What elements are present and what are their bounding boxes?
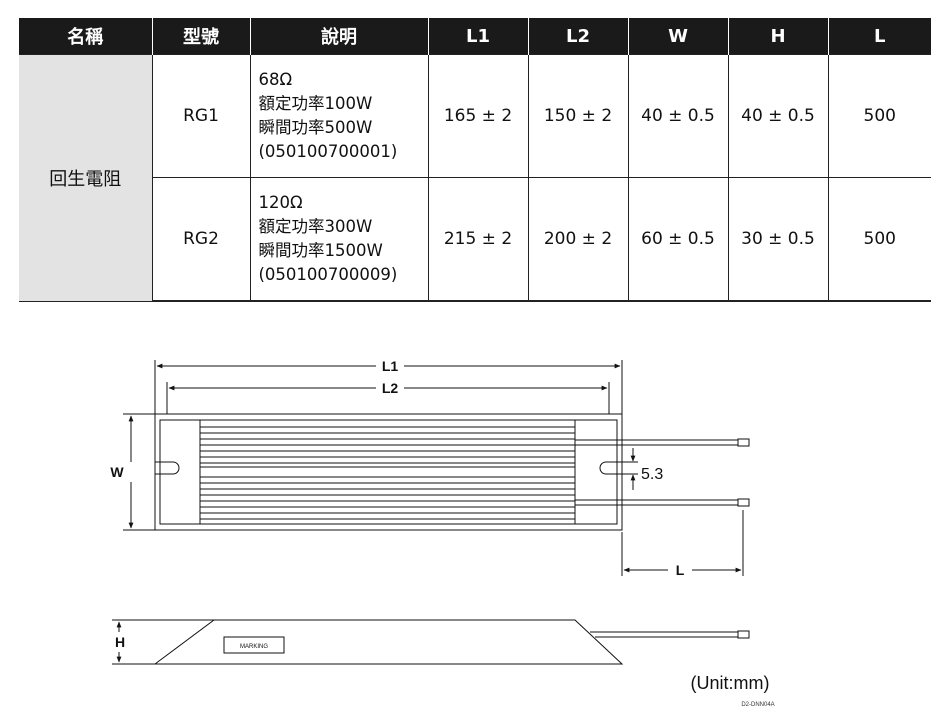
header-name: 名稱: [19, 18, 152, 55]
header-model: 型號: [151, 18, 250, 55]
model-cell: RG1: [151, 54, 251, 178]
header-w: W: [627, 18, 728, 55]
l2-cell: 200 ± 2: [527, 177, 629, 302]
l-cell: 500: [827, 177, 931, 302]
marking-label: MARKING: [240, 644, 268, 650]
lead-wires: [575, 438, 750, 507]
h-cell: 30 ± 0.5: [727, 177, 829, 302]
dim-h-label: H: [115, 634, 125, 650]
peak-power: 瞬間功率500W: [258, 118, 373, 137]
l2-cell: 150 ± 2: [527, 54, 629, 178]
rated-power: 額定功率100W: [258, 94, 373, 113]
product-name-cell: 回生電阻: [19, 54, 153, 302]
h-cell: 40 ± 0.5: [727, 54, 829, 178]
header-l: L: [827, 18, 931, 55]
top-view: [123, 360, 750, 576]
header-l1: L1: [427, 18, 528, 55]
table-header-row: 名稱 型號 說明 L1 L2 W H L: [19, 18, 931, 55]
dim-l1-label: L1: [382, 358, 399, 374]
dim-l2-label: L2: [382, 380, 399, 396]
spec-table: 名稱 型號 說明 L1 L2 W H L 回生電阻 RG1 68Ω 額定功率10…: [19, 18, 931, 302]
part-number: (050100700001): [258, 142, 398, 161]
peak-power: 瞬間功率1500W: [258, 241, 383, 260]
w-cell: 40 ± 0.5: [627, 54, 729, 178]
header-l2: L2: [527, 18, 628, 55]
description-cell: 68Ω 額定功率100W 瞬間功率500W (050100700001): [249, 54, 429, 178]
l1-cell: 215 ± 2: [427, 177, 529, 302]
resistance: 68Ω: [258, 70, 293, 89]
cooling-fins: [200, 419, 575, 525]
model-cell: RG2: [151, 177, 251, 302]
resistance: 120Ω: [258, 193, 303, 212]
rated-power: 額定功率300W: [258, 217, 373, 236]
part-number: (050100700009): [258, 265, 398, 284]
l-cell: 500: [827, 54, 931, 178]
table-row: 回生電阻 RG1 68Ω 額定功率100W 瞬間功率500W (05010070…: [19, 54, 931, 302]
table-row: RG2 120Ω 額定功率300W 瞬間功率1500W (05010070000…: [19, 177, 931, 302]
dim-w-label: W: [110, 464, 124, 480]
l1-cell: 165 ± 2: [427, 54, 529, 178]
side-view: [112, 619, 750, 665]
drawing-code: D2-DNN04A: [741, 702, 774, 708]
dimension-drawing: L1 L2 W 5.3 L MARKING H (Unit:mm) D2-DNN…: [110, 358, 774, 708]
unit-note: (Unit:mm): [691, 673, 770, 693]
header-description: 說明: [249, 18, 428, 55]
header-h: H: [727, 18, 828, 55]
dim-l-label: L: [676, 562, 685, 578]
w-cell: 60 ± 0.5: [627, 177, 729, 302]
description-cell: 120Ω 額定功率300W 瞬間功率1500W (050100700009): [249, 177, 429, 302]
dim-slot-label: 5.3: [641, 466, 663, 483]
